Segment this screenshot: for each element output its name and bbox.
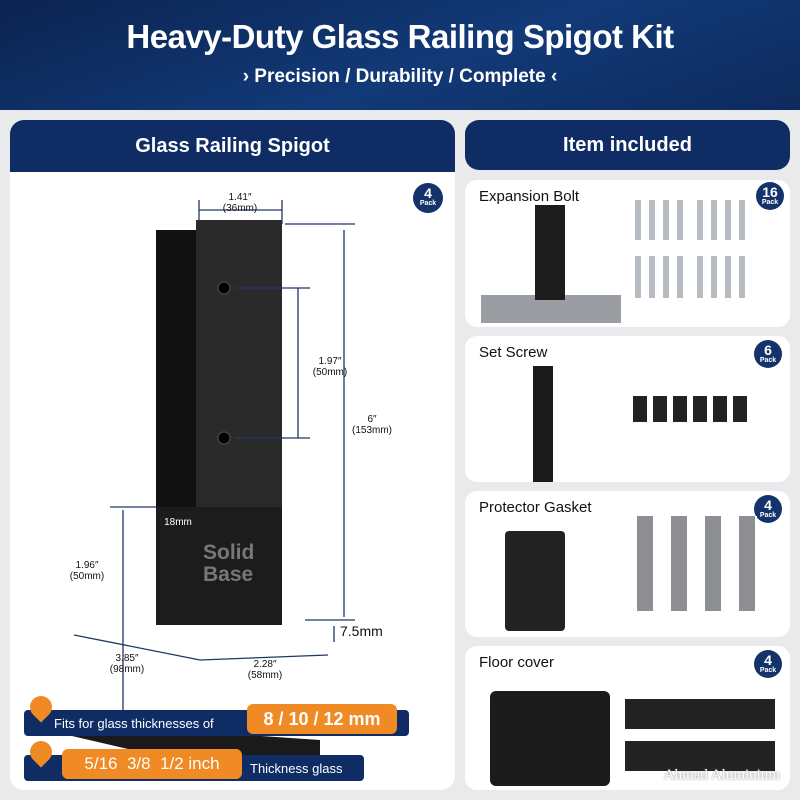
dim-plate-thickness: 7.5mm [340, 623, 383, 639]
page-subtitle: › Precision / Durability / Complete ‹ [242, 66, 558, 87]
item-name: Protector Gasket [479, 499, 592, 516]
dim-plate-width: 2.28″(58mm) [247, 659, 283, 681]
fit-values: 8 / 10 / 12 mm [247, 704, 397, 734]
item-name: Floor cover [479, 654, 555, 671]
thickness-values: 5/16 3/8 1/2 inch [62, 749, 242, 779]
set-screw-hole [217, 431, 231, 445]
set-screw-hole [217, 281, 231, 295]
items-panel-header: Item included [465, 120, 790, 170]
spigot-image [535, 205, 565, 300]
floor-cover-installed-image [490, 691, 610, 786]
spigot-gasket-image [505, 531, 565, 631]
spigot-base-block [156, 507, 282, 625]
dim-base-height: 1.96″(50mm) [69, 560, 105, 582]
bolts-image [635, 200, 745, 298]
item-name: Expansion Bolt [479, 188, 580, 205]
banner-header: Heavy-Duty Glass Railing Spigot Kit › Pr… [0, 0, 800, 110]
spigot-panel-title: Glass Railing Spigot [10, 120, 455, 172]
dim-top-width: 1.41″(36mm) [222, 192, 258, 214]
dim-hole-spacing: 1.97″(50mm) [312, 356, 348, 378]
spigot-drawing [72, 200, 355, 768]
set-screws-image [633, 396, 753, 422]
gaskets-image [637, 516, 757, 611]
item-name: Set Screw [479, 344, 548, 361]
dim-height: 6″(153mm) [351, 414, 392, 436]
dim-plate-length: 3.85″(98mm) [109, 653, 145, 675]
page-title: Heavy-Duty Glass Railing Spigot Kit [126, 18, 674, 55]
post-image [533, 366, 553, 482]
items-panel-title: Item included [465, 120, 790, 170]
dim-slot: 18mm [164, 517, 192, 528]
watermark: Ahmad Aluminium [663, 767, 780, 783]
floor-covers-image [625, 691, 775, 771]
